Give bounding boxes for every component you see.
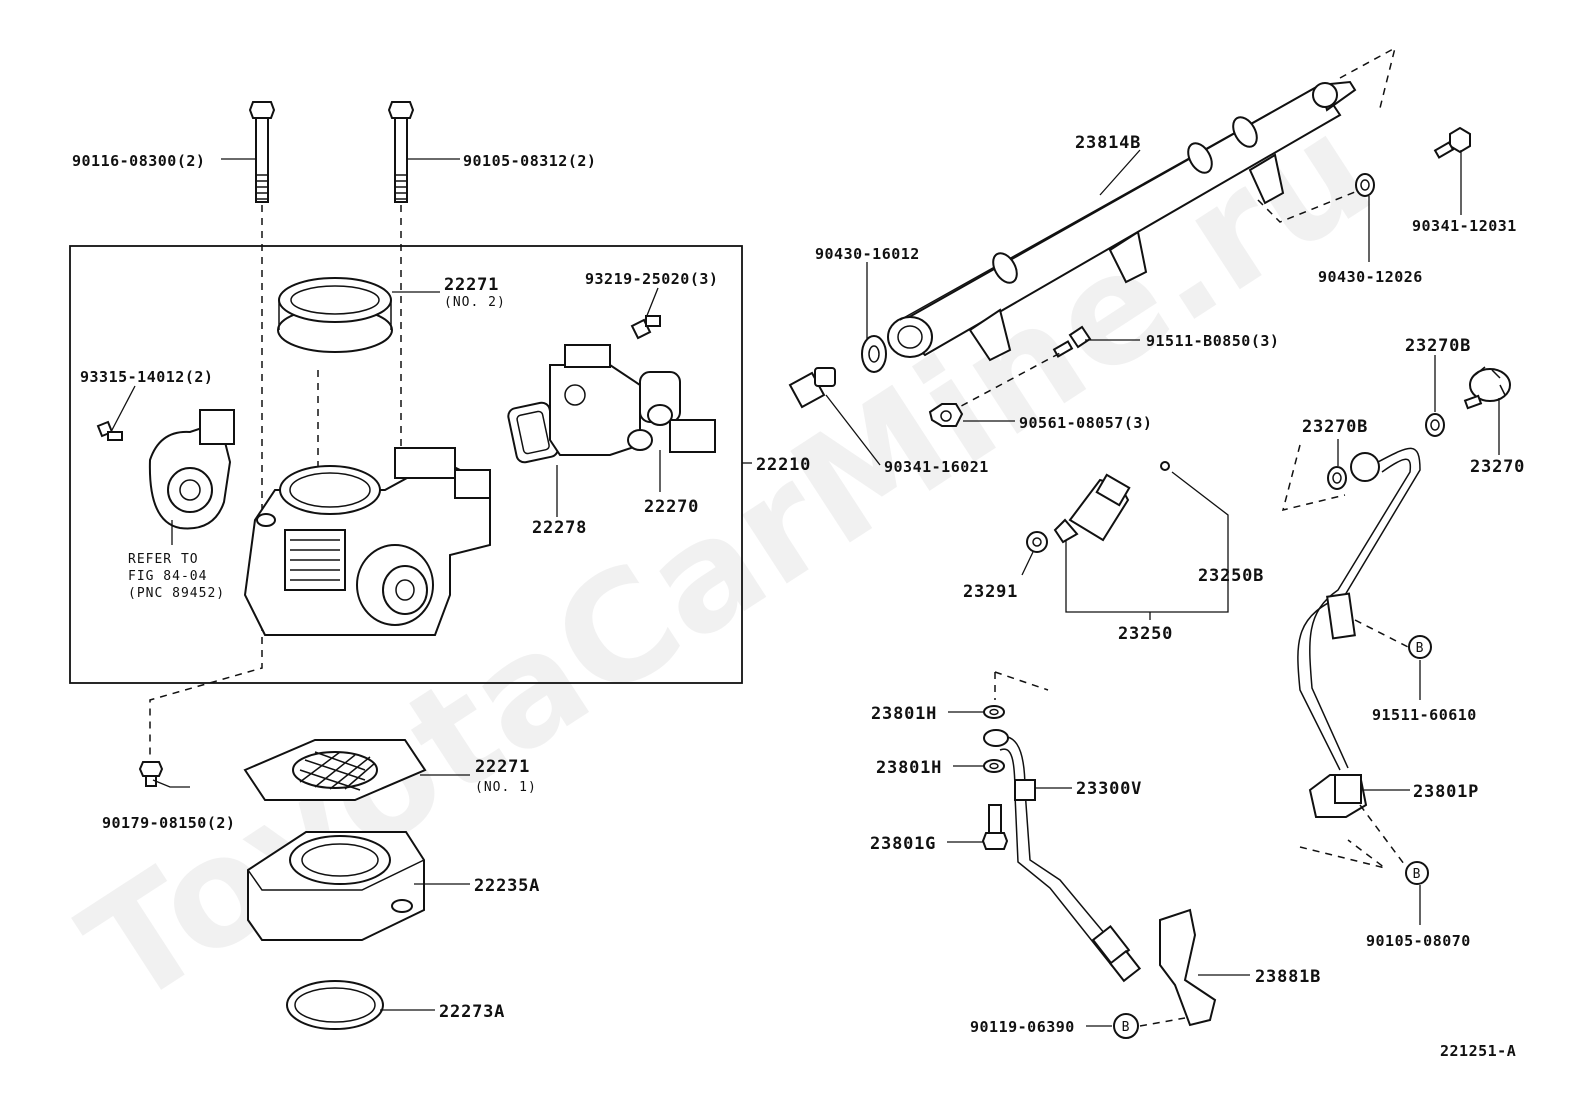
bolt-91511-B0850 bbox=[1052, 325, 1092, 358]
bolt-90105-08312 bbox=[387, 101, 415, 203]
label-90430-12026: 90430-12026 bbox=[1318, 268, 1423, 286]
throttle-body bbox=[243, 447, 491, 636]
label-23250B: 23250B bbox=[1198, 566, 1264, 586]
fuel-hose-23300V bbox=[983, 729, 1142, 983]
label-23801P: 23801P bbox=[1413, 782, 1479, 802]
fuel-pipe-23801P bbox=[1297, 447, 1421, 818]
label-23270B-upper: 23270B bbox=[1405, 336, 1471, 356]
union-bolt-23801G bbox=[981, 804, 1009, 850]
svg-text:B: B bbox=[1416, 641, 1425, 656]
fuel-rail-23814B bbox=[887, 80, 1357, 362]
label-23291: 23291 bbox=[963, 582, 1018, 602]
label-23881B: 23881B bbox=[1255, 967, 1321, 987]
gasket-23270B-upper bbox=[1425, 413, 1445, 437]
gasket-23801H-lower bbox=[983, 759, 1005, 773]
reference-b-1: B bbox=[1408, 635, 1432, 659]
label-22271-no2-note: (NO. 2) bbox=[444, 295, 506, 310]
callout-labels: 90116-08300(2) 90105-08312(2) 22271 (NO.… bbox=[72, 133, 1525, 1060]
label-90430-16012: 90430-16012 bbox=[815, 245, 920, 263]
gasket-22271-no2 bbox=[277, 277, 393, 353]
label-23814B: 23814B bbox=[1075, 133, 1141, 153]
label-23270: 23270 bbox=[1470, 457, 1525, 477]
spacer-22235A bbox=[247, 831, 425, 941]
label-93219-25020: 93219-25020(3) bbox=[585, 270, 718, 288]
label-23801H-lower: 23801H bbox=[876, 758, 942, 778]
washer-90430-12026 bbox=[1355, 173, 1375, 197]
label-22271-no1: 22271 bbox=[475, 757, 530, 777]
reference-b-3: B bbox=[1113, 1013, 1139, 1039]
insulator-23291 bbox=[1026, 531, 1048, 553]
svg-text:B: B bbox=[1122, 1020, 1131, 1035]
svg-text:B: B bbox=[1413, 867, 1422, 882]
fuel-pressure-damper-23270 bbox=[1463, 366, 1511, 410]
label-93315-14012: 93315-14012(2) bbox=[80, 368, 213, 386]
washer-90430-16012 bbox=[861, 335, 887, 373]
gasket-22273A bbox=[286, 980, 384, 1030]
label-refer-line3: (PNC 89452) bbox=[128, 586, 225, 601]
bolt-90179-08150 bbox=[138, 761, 164, 787]
gasket-22271-no1 bbox=[243, 739, 427, 801]
label-90116-08300: 90116-08300(2) bbox=[72, 152, 205, 170]
screw-93219-25020 bbox=[630, 315, 661, 340]
assembly-box-22210 bbox=[69, 245, 743, 684]
label-90341-16021: 90341-16021 bbox=[884, 458, 989, 476]
bolt-90116-08300 bbox=[248, 101, 276, 203]
label-23801H-upper: 23801H bbox=[871, 704, 937, 724]
idle-speed-control-valve-22270 bbox=[549, 344, 716, 456]
label-23801G: 23801G bbox=[870, 834, 936, 854]
label-refer-line1: REFER TO bbox=[128, 552, 199, 567]
label-90119-06390: 90119-06390 bbox=[970, 1018, 1075, 1036]
label-refer-line2: FIG 84-04 bbox=[128, 569, 207, 584]
bolt-90341-12031 bbox=[1433, 126, 1471, 159]
gasket-23801H-upper bbox=[983, 705, 1005, 719]
screw-93315-14012 bbox=[96, 420, 123, 441]
label-22278: 22278 bbox=[532, 518, 587, 538]
label-90105-08312: 90105-08312(2) bbox=[463, 152, 596, 170]
label-22210: 22210 bbox=[756, 455, 811, 475]
gasket-23270B-lower bbox=[1327, 466, 1347, 490]
label-22273A: 22273A bbox=[439, 1002, 505, 1022]
throttle-position-sensor bbox=[148, 409, 235, 530]
label-22270: 22270 bbox=[644, 497, 699, 517]
nut-90561-08057 bbox=[928, 403, 964, 427]
label-23270B-lower: 23270B bbox=[1302, 417, 1368, 437]
label-91511-B0850: 91511-B0850(3) bbox=[1146, 332, 1279, 350]
label-90179-08150: 90179-08150(2) bbox=[102, 814, 235, 832]
label-22271-no2: 22271 bbox=[444, 275, 499, 295]
fuel-injector-23250 bbox=[1053, 473, 1131, 544]
o-ring-23250B bbox=[1160, 461, 1170, 471]
reference-b-2: B bbox=[1405, 861, 1429, 885]
leader-lines bbox=[111, 149, 1500, 1027]
label-22235A: 22235A bbox=[474, 876, 540, 896]
label-90105-08070: 90105-08070 bbox=[1366, 932, 1471, 950]
union-bolt-90341-16021 bbox=[788, 367, 836, 409]
label-23250: 23250 bbox=[1118, 624, 1173, 644]
figure-code: 221251-A bbox=[1440, 1042, 1516, 1060]
bracket-23881B bbox=[1159, 908, 1217, 1027]
label-90561-08057: 90561-08057(3) bbox=[1019, 414, 1152, 432]
label-90341-12031: 90341-12031 bbox=[1412, 217, 1517, 235]
label-22271-no1-note: (NO. 1) bbox=[475, 780, 537, 795]
label-91511-60610: 91511-60610 bbox=[1372, 706, 1477, 724]
label-23300V: 23300V bbox=[1076, 779, 1142, 799]
